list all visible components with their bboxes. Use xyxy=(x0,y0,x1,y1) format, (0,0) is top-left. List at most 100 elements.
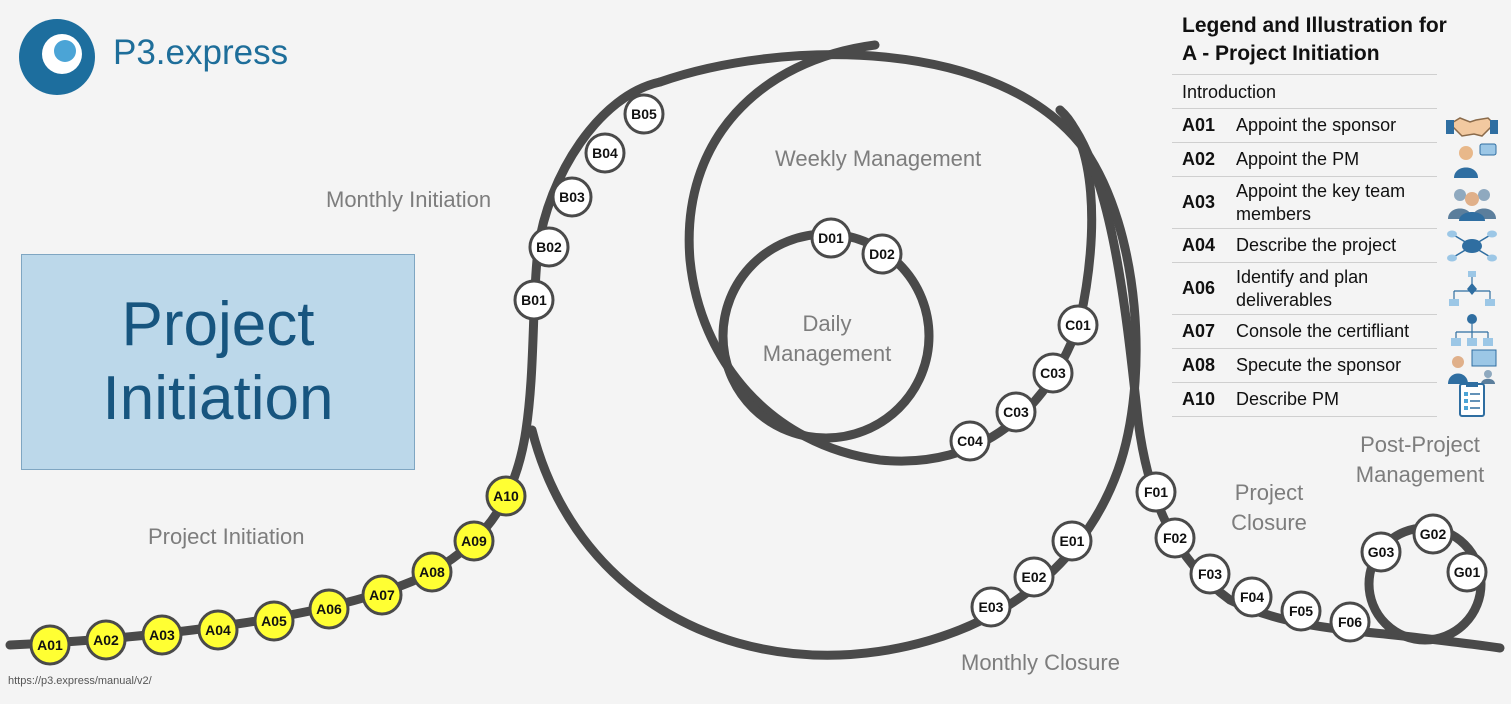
process-node: F02 xyxy=(1154,517,1196,559)
process-node: D01 xyxy=(810,217,852,259)
node-label: F06 xyxy=(1338,614,1362,630)
node-label: F04 xyxy=(1240,589,1264,605)
process-node: A04 xyxy=(197,609,239,651)
legend-row: A01 Appoint the sponsor xyxy=(1172,108,1498,142)
phase-label-monthly-initiation: Monthly Initiation xyxy=(326,187,491,212)
source-url: https://p3.express/manual/v2/ xyxy=(8,675,152,687)
process-node: G03 xyxy=(1360,531,1402,573)
node-circle xyxy=(623,93,665,135)
process-node: E03 xyxy=(970,586,1012,628)
node-label: G03 xyxy=(1368,544,1395,560)
node-label: C01 xyxy=(1065,317,1091,333)
node-label: G01 xyxy=(1454,564,1481,580)
legend-text: Describe the project xyxy=(1236,235,1397,255)
node-label: B02 xyxy=(536,239,562,255)
legend-code: A04 xyxy=(1182,235,1216,255)
node-label: A06 xyxy=(316,601,342,617)
node-circle xyxy=(253,600,295,642)
node-circle xyxy=(1135,471,1177,513)
node-circle xyxy=(1360,531,1402,573)
process-node: F06 xyxy=(1329,601,1371,643)
node-label: D02 xyxy=(869,246,895,262)
node-circle xyxy=(1051,520,1093,562)
legend-code: A03 xyxy=(1182,192,1216,212)
org-chart-icon xyxy=(1451,313,1493,346)
team-icon xyxy=(1448,188,1496,221)
legend-text: Identify and plan deliverables xyxy=(1236,266,1369,310)
legend-intro: Introduction xyxy=(1172,74,1437,108)
node-circle xyxy=(970,586,1012,628)
node-label: C03 xyxy=(1003,404,1029,420)
legend-code: A08 xyxy=(1182,355,1216,375)
node-label: D01 xyxy=(818,230,844,246)
node-circle xyxy=(197,609,239,651)
process-node: C03 xyxy=(1032,352,1074,394)
node-label: G02 xyxy=(1420,526,1447,542)
process-node: A07 xyxy=(361,574,403,616)
process-node: A10 xyxy=(485,475,527,517)
node-circle xyxy=(308,588,350,630)
p3-logo-icon xyxy=(19,19,95,95)
node-circle xyxy=(1446,551,1488,593)
node-circle xyxy=(85,619,127,661)
legend-row: A04 Describe the project xyxy=(1172,228,1497,262)
node-label: F03 xyxy=(1198,566,1222,582)
process-node: F04 xyxy=(1231,576,1273,618)
node-label: E01 xyxy=(1060,533,1085,549)
node-circle xyxy=(551,176,593,218)
legend-code: A01 xyxy=(1182,115,1216,135)
legend-text: Specute the sponsor xyxy=(1236,355,1402,375)
node-label: C04 xyxy=(957,433,983,449)
process-node: A09 xyxy=(453,520,495,562)
node-label: A08 xyxy=(419,564,445,580)
legend-row: A08 Specute the sponsor xyxy=(1172,348,1497,384)
manager-icon xyxy=(1454,143,1497,178)
node-circle xyxy=(995,391,1037,433)
node-label: F02 xyxy=(1163,530,1187,546)
process-node: A02 xyxy=(85,619,127,661)
node-circle xyxy=(1280,590,1322,632)
process-node: B01 xyxy=(513,279,555,321)
node-circle xyxy=(1057,304,1099,346)
node-label: A02 xyxy=(93,632,119,648)
legend-code: A02 xyxy=(1182,149,1216,169)
node-circle xyxy=(453,520,495,562)
node-circle xyxy=(949,420,991,462)
process-node: A03 xyxy=(141,614,183,656)
legend-row: A10 Describe PM xyxy=(1172,381,1485,417)
legend-rows: A01 Appoint the sponsor A02 Appoint the … xyxy=(1172,108,1498,417)
presentation-icon xyxy=(1448,349,1497,384)
phase-label-monthly-closure: Monthly Closure xyxy=(961,650,1120,675)
node-circle xyxy=(1412,513,1454,555)
node-label: A04 xyxy=(205,622,231,638)
legend-panel: Legend and Illustration for A - Project … xyxy=(1172,12,1508,417)
node-label: F05 xyxy=(1289,603,1313,619)
node-circle xyxy=(584,132,626,174)
process-node: G02 xyxy=(1412,513,1454,555)
title-text: Project Initiation xyxy=(102,290,334,433)
project-initiation-title-box: Project Initiation xyxy=(21,254,415,470)
process-node: A08 xyxy=(411,551,453,593)
process-node: F01 xyxy=(1135,471,1177,513)
process-node: F03 xyxy=(1189,553,1231,595)
process-node: B05 xyxy=(623,93,665,135)
process-node: B03 xyxy=(551,176,593,218)
node-label: F01 xyxy=(1144,484,1168,500)
flowchart-icon xyxy=(1449,270,1495,306)
node-circle xyxy=(861,233,903,275)
node-label: A01 xyxy=(37,637,63,653)
brand-name: P3.express xyxy=(113,33,289,72)
node-circle xyxy=(141,614,183,656)
node-label: B05 xyxy=(631,106,657,122)
node-circle xyxy=(485,475,527,517)
process-node: B02 xyxy=(528,226,570,268)
node-circle xyxy=(29,624,71,666)
node-circle xyxy=(361,574,403,616)
process-node: C03 xyxy=(995,391,1037,433)
mind-map-icon xyxy=(1447,230,1497,261)
legend-row: A02 Appoint the PM xyxy=(1172,142,1497,178)
